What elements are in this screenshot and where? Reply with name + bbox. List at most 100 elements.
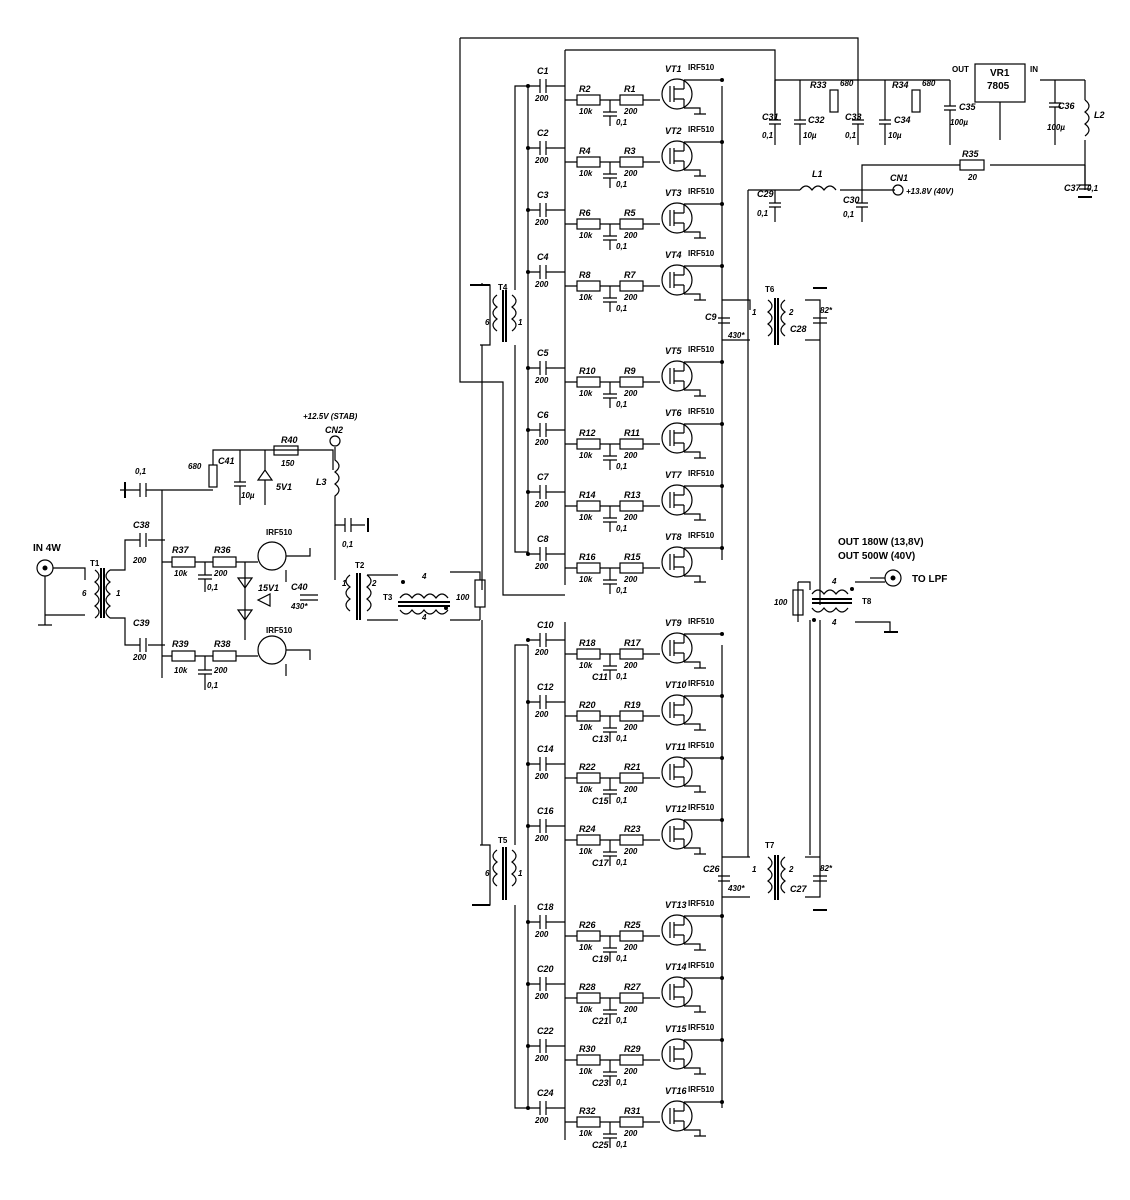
mosfet-part: IRF510 [688, 469, 715, 478]
t3-ratio-b: 4 [421, 613, 427, 622]
mosfet-icon [661, 202, 693, 234]
c41-value: 10µ [241, 491, 255, 500]
mosfet-icon [661, 1038, 693, 1070]
c34-label: C34 [894, 115, 911, 125]
c41-label: C41 [218, 456, 235, 466]
bypass-cap-value: 0,1 [616, 1016, 628, 1025]
splitter-transformers: T4 6 1 T5 6 1 [470, 283, 523, 906]
c39-label: C39 [133, 618, 150, 628]
series-resistor-label: R5 [624, 208, 636, 218]
bypass-cap-value: 0,1 [616, 734, 628, 743]
coupling-cap-value: 200 [534, 438, 549, 447]
series-resistor-value: 200 [623, 451, 638, 460]
t6-label: T6 [765, 285, 775, 294]
series-resistor-icon [619, 834, 644, 846]
series-resistor-label: R1 [624, 84, 636, 94]
cn2-label: CN2 [325, 425, 343, 435]
driver-q-bottom-part: IRF510 [266, 626, 293, 635]
zener-label: 15V1 [258, 583, 279, 593]
coupling-cap-label: C22 [537, 1026, 554, 1036]
c37-value: 0,1 [1087, 184, 1099, 193]
r40-label: R40 [281, 435, 298, 445]
series-resistor-value: 200 [623, 1005, 638, 1014]
mosfet-part: IRF510 [688, 1023, 715, 1032]
cap-mid-bottom-value: 0,1 [207, 681, 219, 690]
gate-resistor-value: 10k [579, 513, 593, 522]
mosfet-label: VT1 [665, 64, 682, 74]
series-resistor-label: R23 [624, 824, 641, 834]
bypass-cap-label: C13 [592, 734, 609, 744]
c31-value: 0,1 [762, 131, 774, 140]
bypass-cap-value: 0,1 [616, 118, 628, 127]
mosfet-part: IRF510 [688, 741, 715, 750]
gate-resistor-label: R10 [579, 366, 596, 376]
mosfet-part: IRF510 [688, 249, 715, 258]
coupling-cap-value: 200 [534, 1054, 549, 1063]
c9-value: 430* [727, 331, 745, 340]
c26-value: 430* [727, 884, 745, 893]
series-resistor-icon [619, 280, 644, 292]
mosfet-icon [661, 694, 693, 726]
c38-label: C38 [133, 520, 150, 530]
series-resistor-icon [619, 218, 644, 230]
series-resistor-icon [619, 1054, 644, 1066]
gate-resistor-icon [576, 710, 601, 722]
gate-resistor-value: 10k [579, 661, 593, 670]
bypass-cap-value: 0,1 [616, 1140, 628, 1149]
series-resistor-label: R9 [624, 366, 636, 376]
cn1-voltage: +13.8V (40V) [906, 187, 954, 196]
c32-value: 10µ [803, 131, 817, 140]
coupling-cap-value: 200 [534, 834, 549, 843]
mosfet-label: VT5 [665, 346, 683, 356]
mosfet-part: IRF510 [688, 407, 715, 416]
bypass-cap-value: 0,1 [616, 672, 628, 681]
gate-resistor-icon [576, 280, 601, 292]
cn1-connector-icon[interactable] [892, 184, 904, 196]
gate-resistor-icon [576, 562, 601, 574]
gate-resistor-value: 10k [579, 1067, 593, 1076]
t4-ratio-b: 1 [518, 318, 523, 327]
series-resistor-label: R31 [624, 1106, 641, 1116]
series-resistor-label: R29 [624, 1044, 641, 1054]
bypass-cap-value: 0,1 [616, 242, 628, 251]
t8-ratio-a: 4 [831, 577, 837, 586]
t5-label: T5 [498, 836, 508, 845]
mosfet-icon [661, 914, 693, 946]
output-combiners: C9 430* T6 1 2 C28 82* C26 430* T7 1 2 C… [703, 285, 833, 911]
bypass-cap-value: 0,1 [616, 858, 628, 867]
gate-resistor-value: 10k [579, 1005, 593, 1014]
series-resistor-label: R11 [624, 428, 640, 438]
series-resistor-label: R17 [624, 638, 642, 648]
mosfet-label: VT4 [665, 250, 682, 260]
cn2-connector-icon[interactable] [329, 435, 341, 447]
mosfet-label: VT3 [665, 188, 682, 198]
mosfet-part: IRF510 [688, 617, 715, 626]
t2-ratio-b: 2 [371, 579, 377, 588]
mosfet-label: VT7 [665, 470, 683, 480]
series-resistor-icon [619, 648, 644, 660]
bypass-cap-label: C15 [592, 796, 610, 806]
mosfet-part: IRF510 [688, 531, 715, 540]
r-out-value: 100 [774, 598, 788, 607]
gate-resistor-label: R30 [579, 1044, 596, 1054]
to-lpf-label: TO LPF [912, 574, 947, 585]
c35-value: 100µ [950, 118, 968, 127]
series-resistor-label: R3 [624, 146, 636, 156]
mosfet-label: VT9 [665, 618, 682, 628]
coupling-cap-label: C10 [537, 620, 554, 630]
coupling-cap-value: 200 [534, 376, 549, 385]
series-resistor-value: 200 [623, 723, 638, 732]
c35-label: C35 [959, 102, 977, 112]
gate-resistor-icon [576, 834, 601, 846]
gate-resistor-label: R18 [579, 638, 596, 648]
gate-resistor-icon [576, 1116, 601, 1128]
series-resistor-label: R21 [624, 762, 641, 772]
coupling-cap-value: 200 [534, 218, 549, 227]
r37-label: R37 [172, 545, 190, 555]
r36-label: R36 [214, 545, 232, 555]
